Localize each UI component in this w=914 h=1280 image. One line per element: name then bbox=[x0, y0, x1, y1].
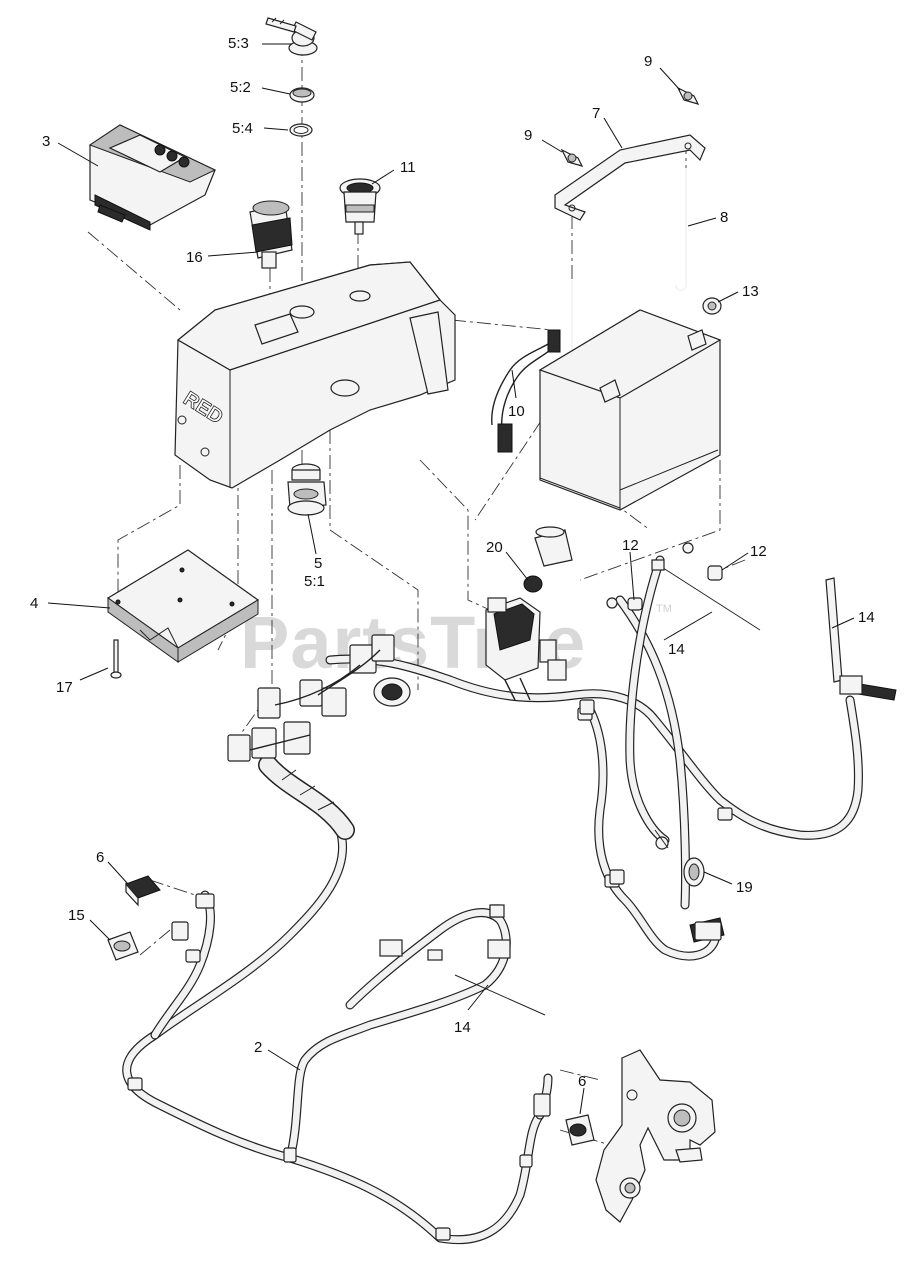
nut-5-2 bbox=[289, 87, 315, 103]
callout-6a: 6 bbox=[96, 849, 104, 866]
leader-lines bbox=[47, 43, 855, 1115]
callout-5: 5 bbox=[314, 555, 322, 572]
ignition-switch-5 bbox=[287, 463, 327, 516]
callout-14c: 14 bbox=[454, 1019, 471, 1036]
callout-17: 17 bbox=[56, 679, 73, 696]
controller-4 bbox=[106, 549, 260, 663]
cap-20 bbox=[523, 526, 573, 593]
switch-15 bbox=[107, 921, 201, 963]
switch-6a bbox=[125, 875, 215, 909]
cable-tie-14a bbox=[651, 559, 761, 631]
callout-7: 7 bbox=[592, 105, 600, 122]
watermark-trademark: TM bbox=[656, 603, 672, 615]
switch-16 bbox=[249, 200, 293, 269]
switch-6b bbox=[533, 1093, 595, 1146]
callout-9a: 9 bbox=[524, 127, 532, 144]
callout-16: 16 bbox=[186, 249, 203, 266]
callout-20: 20 bbox=[486, 539, 503, 556]
power-outlet-11 bbox=[339, 178, 381, 235]
battery bbox=[538, 309, 722, 511]
screw-17 bbox=[110, 639, 122, 679]
callout-15: 15 bbox=[68, 907, 85, 924]
callout-6b: 6 bbox=[578, 1073, 586, 1090]
relay-block bbox=[485, 597, 567, 701]
connector-cluster bbox=[227, 634, 411, 762]
callout-14b: 14 bbox=[858, 609, 875, 626]
wing-nut-9a bbox=[560, 148, 584, 167]
bolt-12b bbox=[682, 542, 723, 581]
callout-4: 4 bbox=[30, 595, 38, 612]
bolt-12a bbox=[606, 597, 643, 611]
wing-nut-9b bbox=[676, 86, 700, 105]
brake-bracket bbox=[595, 1049, 716, 1223]
cable-tie-14b bbox=[825, 577, 897, 701]
callout-10: 10 bbox=[508, 403, 525, 420]
callout-3: 3 bbox=[42, 133, 50, 150]
callout-19: 19 bbox=[736, 879, 753, 896]
hold-down-bracket-7 bbox=[554, 134, 706, 221]
washer-5-4 bbox=[289, 123, 313, 137]
callout-12b: 12 bbox=[750, 543, 767, 560]
cable-10 bbox=[491, 329, 561, 453]
callout-2: 2 bbox=[254, 1039, 262, 1056]
callout-5-1: 5:1 bbox=[304, 573, 325, 590]
callout-11: 11 bbox=[400, 159, 416, 176]
harness-connectors-right bbox=[579, 699, 722, 941]
callouts: 5:3 5:2 5:4 3 11 16 9 9 7 8 13 10 5 5:1 … bbox=[30, 35, 875, 1090]
callout-5-2: 5:2 bbox=[230, 79, 251, 96]
callout-8: 8 bbox=[720, 209, 728, 226]
callout-5-3: 5:3 bbox=[228, 35, 249, 52]
key-5-3 bbox=[265, 17, 318, 56]
nut-13 bbox=[702, 297, 722, 315]
callout-9b: 9 bbox=[644, 53, 652, 70]
callout-13: 13 bbox=[742, 283, 759, 300]
cable-tie-14c bbox=[379, 904, 546, 1016]
callout-12a: 12 bbox=[622, 537, 639, 554]
callout-5-4: 5:4 bbox=[232, 120, 253, 137]
callout-14a: 14 bbox=[668, 641, 685, 658]
display-module-3 bbox=[88, 124, 217, 231]
console-panel: RED bbox=[174, 261, 456, 489]
